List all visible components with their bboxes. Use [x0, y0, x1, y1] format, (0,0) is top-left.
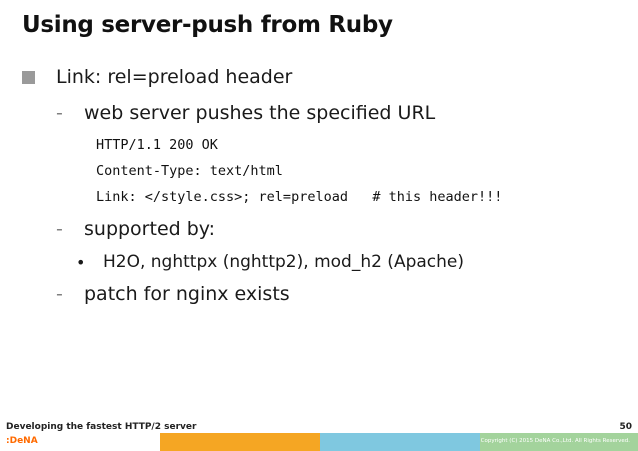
- slide-title: Using server-push from Ruby: [22, 12, 393, 38]
- sub-bullet-supported-by: supported by:: [84, 218, 216, 240]
- footer-bar-segment: [0, 433, 160, 451]
- dot-bullet-icon: •: [76, 253, 86, 272]
- dash-icon: -: [56, 218, 63, 240]
- page-number: 50: [619, 422, 632, 432]
- footer-bar-segment: [160, 433, 320, 451]
- sub-bullet-nginx-patch: patch for nginx exists: [84, 283, 290, 305]
- bullet-text: Link: rel=preload header: [56, 66, 293, 88]
- footer-color-bar: [0, 433, 638, 451]
- code-line-3: Link: </style.css>; rel=preload # this h…: [96, 189, 503, 205]
- footer-bar-segment: [480, 433, 638, 451]
- dash-icon: -: [56, 102, 63, 124]
- code-line-2: Content-Type: text/html: [96, 163, 283, 179]
- dash-icon: -: [56, 283, 63, 305]
- code-line-1: HTTP/1.1 200 OK: [96, 137, 218, 153]
- sub-bullet-web-server: web server pushes the specified URL: [84, 102, 436, 124]
- footer-bar-segment: [320, 433, 480, 451]
- copyright-notice: Copyright (C) 2015 DeNA Co.,Ltd. All Rig…: [480, 438, 630, 444]
- square-bullet-icon: [22, 71, 35, 84]
- dena-logo: :DeNA: [6, 436, 38, 446]
- supported-servers-list: H2O, nghttpx (nghttp2), mod_h2 (Apache): [103, 252, 464, 272]
- footer-title: Developing the fastest HTTP/2 server: [6, 422, 197, 432]
